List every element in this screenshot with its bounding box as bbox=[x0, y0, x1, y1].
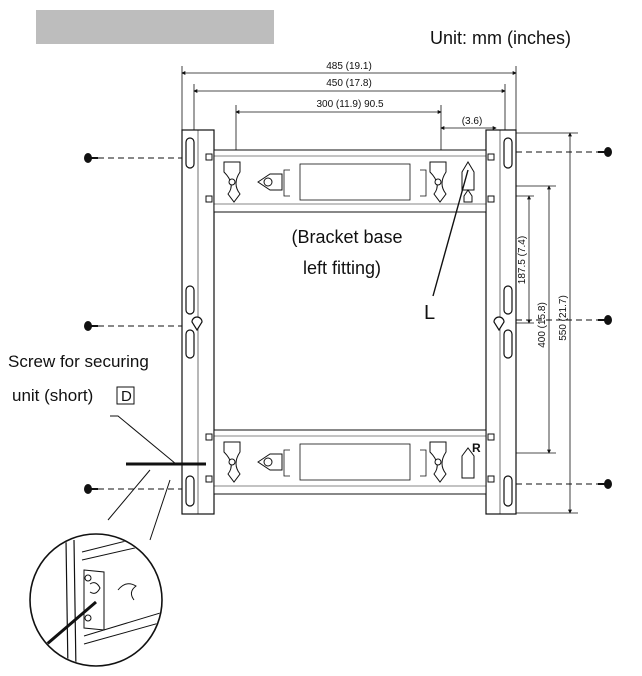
dimension-485-label: 485 (19.1) bbox=[326, 61, 372, 72]
screw-right-middle bbox=[516, 315, 612, 325]
detail-magnifier bbox=[29, 469, 171, 667]
dimension-485 bbox=[181, 66, 517, 135]
dimension-450-label: 450 (17.8) bbox=[326, 78, 372, 89]
r-label: R bbox=[472, 441, 481, 455]
dimension-550 bbox=[516, 132, 578, 514]
screw-leader-line bbox=[110, 415, 177, 465]
right-rail bbox=[485, 129, 517, 515]
left-rail bbox=[181, 129, 215, 515]
dimension-187 bbox=[516, 195, 534, 324]
screw-right-top bbox=[516, 147, 612, 157]
title-placeholder-bar bbox=[36, 10, 274, 44]
dimension-400-label: 400 (15.8) bbox=[537, 302, 548, 348]
top-crossbar bbox=[205, 149, 495, 213]
screw-callout-line1: Screw for securing bbox=[8, 352, 149, 371]
screw-left-top bbox=[84, 153, 182, 163]
bottom-crossbar bbox=[205, 429, 495, 495]
bracket-base-callout-line2: left fitting) bbox=[303, 258, 381, 278]
screw-tag-box bbox=[116, 386, 135, 405]
dimension-550-label: 550 (21.7) bbox=[558, 295, 569, 341]
screw-left-bottom bbox=[84, 484, 182, 494]
bracket-base-callout-line1: (Bracket base bbox=[291, 227, 402, 247]
dimension-36-label: (3.6) bbox=[462, 116, 483, 127]
l-leader-line bbox=[432, 169, 469, 297]
screw-left-middle bbox=[84, 321, 182, 331]
screw-tag-letter: D bbox=[121, 388, 132, 405]
dimension-450 bbox=[193, 84, 506, 135]
dimension-300 bbox=[235, 105, 442, 155]
dimension-187-label: 187.5 (7.4) bbox=[517, 236, 528, 284]
screw-right-bottom bbox=[516, 479, 612, 489]
l-label: L bbox=[424, 302, 435, 324]
unit-label: Unit: mm (inches) bbox=[430, 28, 572, 48]
dimension-300-label: 300 (11.9) 90.5 bbox=[316, 99, 384, 110]
screw-callout-line2: unit (short) bbox=[12, 386, 93, 405]
